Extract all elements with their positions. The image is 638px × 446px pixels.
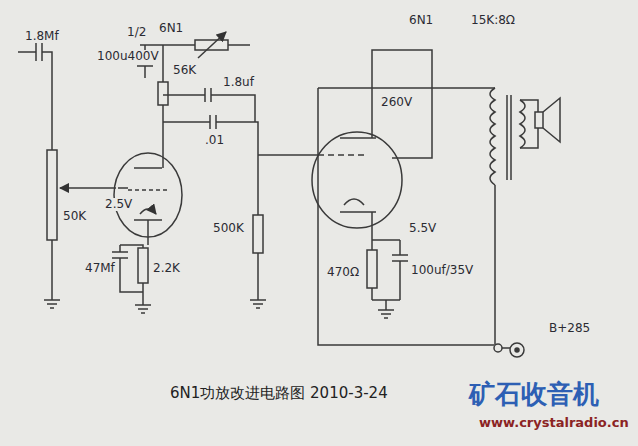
- resistor-value: 56K: [172, 64, 197, 77]
- capacitor-value: 100u400V: [96, 50, 160, 63]
- transformer-ratio: 15K:8Ω: [470, 14, 516, 27]
- watermark: 矿石收音机: [468, 380, 600, 409]
- tube-name: 6N1: [408, 14, 434, 27]
- capacitor-value: .01: [204, 134, 225, 147]
- resistor-value: 470Ω: [326, 266, 360, 279]
- capacitor-value: 100uf/35V: [410, 264, 474, 277]
- capacitor-value: 1.8uf: [222, 76, 255, 89]
- capacitor-value: 47Mf: [84, 262, 116, 275]
- pot-value: 50K: [62, 210, 87, 223]
- wires: [18, 32, 560, 357]
- tube-name: 6N1: [158, 22, 184, 35]
- tube-fraction: 1/2: [126, 26, 147, 39]
- resistor-value: 2.2K: [152, 262, 181, 275]
- voltage-note: 2.5V: [104, 198, 133, 211]
- voltage-note: 5.5V: [408, 222, 437, 235]
- capacitor-value: 1.8Mf: [24, 30, 60, 43]
- watermark: www.crystalradio.cn: [478, 416, 630, 430]
- supply-voltage: B+285: [548, 322, 591, 335]
- voltage-note: 260V: [380, 96, 413, 109]
- resistor-value: 500K: [212, 222, 245, 235]
- figure-caption: 6N1功放改进电路图 2010-3-24: [170, 384, 388, 403]
